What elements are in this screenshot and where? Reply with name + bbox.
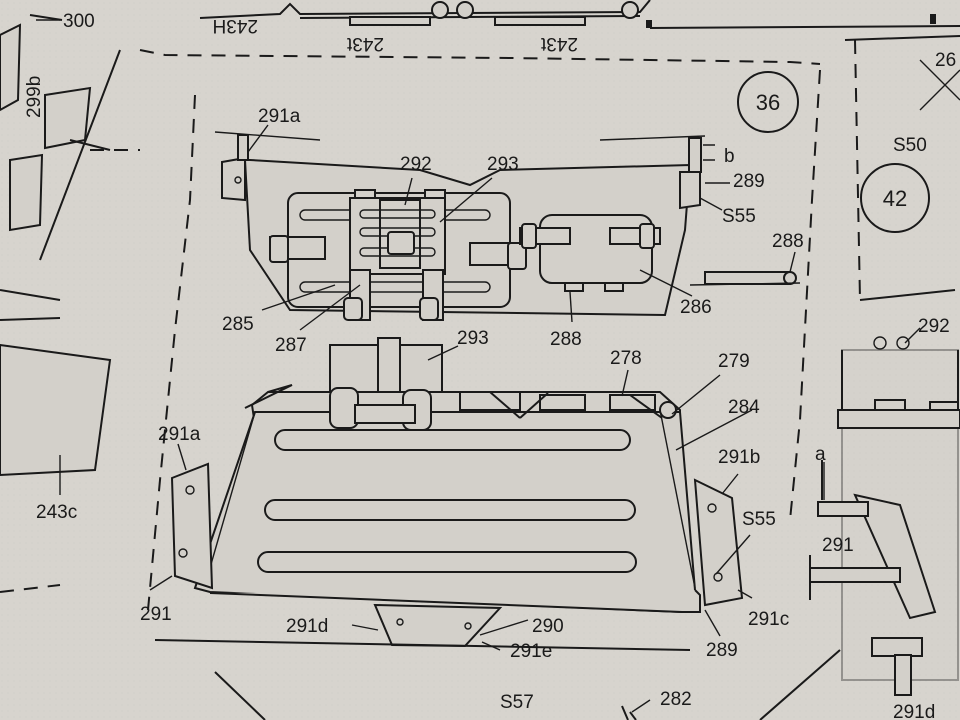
top-strip-parts	[199, 0, 960, 29]
label-282: 282	[660, 689, 692, 710]
label-287: 287	[275, 335, 307, 356]
label-286: 286	[680, 297, 712, 318]
label-289-bottom: 289	[706, 640, 738, 661]
label-291a-left: 291a	[158, 424, 201, 445]
label-279: 279	[718, 351, 750, 372]
label-26: 26	[935, 50, 956, 71]
label-291a-top: 291a	[258, 106, 301, 127]
label-243t-b: 243t	[540, 33, 578, 54]
label-292-right: 292	[918, 316, 950, 337]
label-a: a	[815, 444, 826, 465]
label-291c: 291c	[748, 609, 789, 630]
leader-lines	[36, 19, 921, 713]
label-284: 284	[728, 397, 760, 418]
label-289-top: 289	[733, 171, 765, 192]
step-badge-42: 42	[860, 163, 930, 233]
label-b: b	[724, 146, 735, 167]
section-borders	[0, 35, 960, 611]
label-243t-a: 243t	[346, 33, 384, 54]
right-partial-assembly	[809, 59, 960, 696]
label-292-top: 292	[400, 154, 432, 175]
label-243h: 243H	[213, 15, 258, 36]
label-300: 300	[63, 11, 95, 32]
label-291d: 291d	[286, 616, 328, 637]
label-293-mid: 293	[457, 328, 489, 349]
bottom-strip-parts	[154, 639, 841, 720]
label-s50: S50	[893, 135, 927, 156]
label-s55-top: S55	[722, 206, 756, 227]
label-243c: 243c	[36, 502, 77, 523]
lower-assembly	[170, 337, 744, 648]
label-290: 290	[532, 616, 564, 637]
label-288-right: 288	[772, 231, 804, 252]
step-badge-36: 36	[737, 71, 799, 133]
label-278: 278	[610, 348, 642, 369]
label-s55-right: S55	[742, 509, 776, 530]
label-288-mid: 288	[550, 329, 582, 350]
label-285: 285	[222, 314, 254, 335]
label-291d-corner: 291d	[893, 702, 935, 720]
label-291e: 291e	[510, 641, 552, 662]
left-partial-assembly	[0, 14, 140, 477]
label-291b: 291b	[718, 447, 760, 468]
label-291-left: 291	[140, 604, 172, 625]
svg-text:36: 36	[756, 90, 780, 115]
upper-assembly	[214, 131, 801, 321]
label-293-top: 293	[487, 154, 519, 175]
label-s57: S57	[500, 692, 534, 713]
svg-text:42: 42	[883, 186, 907, 211]
label-291-right: 291	[822, 535, 854, 556]
part-labels: 300 299b 243H 243t 243t 26 291a 292 293 …	[24, 11, 956, 720]
label-299b: 299b	[24, 76, 45, 118]
